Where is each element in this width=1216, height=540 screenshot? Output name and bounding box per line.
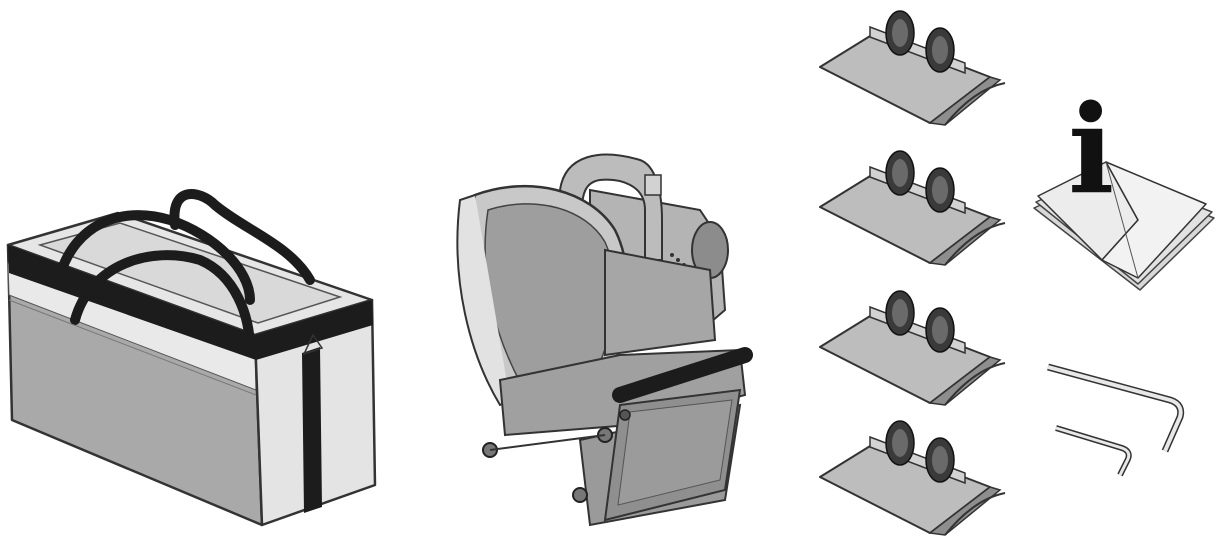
clamp-guide-icon: [819, 10, 1006, 126]
clamp-guide-icon: [819, 420, 1006, 536]
hex-key-icon: [1055, 425, 1132, 477]
clamp-guide-icon: [819, 150, 1006, 266]
hex-key-icon: [1047, 363, 1185, 453]
clamp-guide-icon: [819, 290, 1006, 406]
manual-book-icon: i: [1033, 77, 1215, 291]
carry-bag-icon: [6, 189, 377, 527]
info-letter: i: [1068, 77, 1114, 221]
pipe-cutter-machine-icon: [456, 153, 753, 527]
